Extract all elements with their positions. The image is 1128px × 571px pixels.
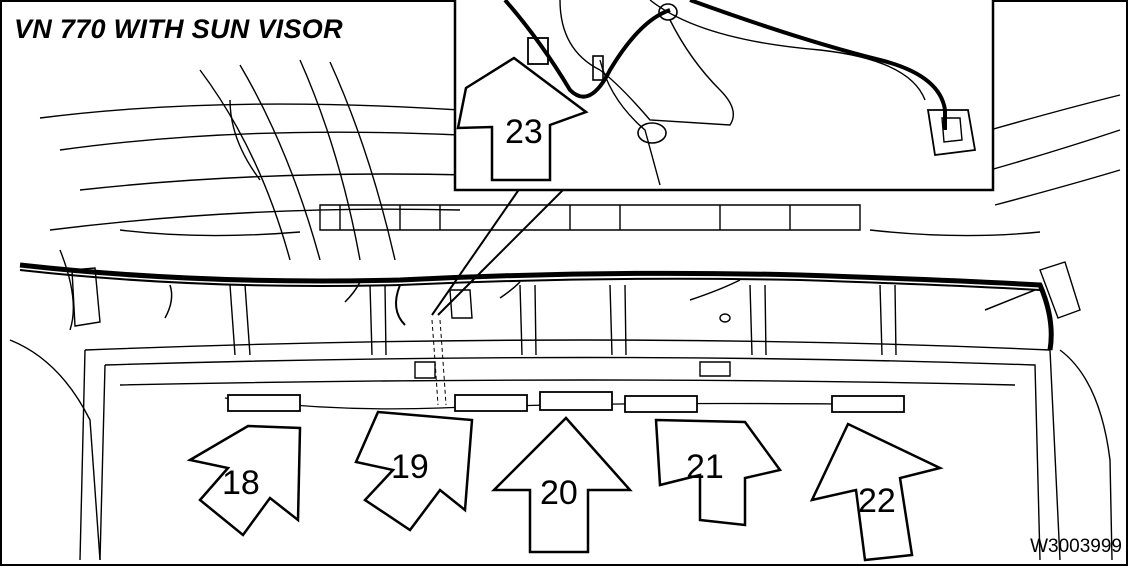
callout-label-18: 18 bbox=[222, 464, 260, 502]
callout-labels: 23 18 19 20 21 22 bbox=[222, 113, 896, 520]
callout-label-22: 22 bbox=[858, 482, 896, 520]
callout-arrow-22 bbox=[809, 422, 944, 562]
switch-module-20 bbox=[539, 391, 613, 411]
callout-arrow-21 bbox=[654, 418, 783, 527]
wiring-harness bbox=[19, 262, 1054, 410]
switch-module-21 bbox=[624, 395, 698, 413]
diagram-title: VN 770 WITH SUN VISOR bbox=[14, 14, 343, 44]
switch-modules bbox=[227, 391, 905, 413]
callout-label-19: 19 bbox=[391, 448, 429, 486]
inset-leader bbox=[431, 187, 566, 316]
roof-structure bbox=[9, 59, 1121, 561]
callout-label-20: 20 bbox=[540, 474, 578, 512]
switch-module-22 bbox=[831, 395, 905, 413]
callout-label-21: 21 bbox=[686, 448, 724, 486]
callout-arrow-23 bbox=[456, 56, 589, 182]
callout-arrow-18 bbox=[186, 424, 302, 537]
switch-module-18 bbox=[227, 394, 301, 412]
callout-arrow-19 bbox=[354, 410, 474, 532]
figure-id: W3003999 bbox=[1030, 536, 1122, 557]
callout-arrow-20 bbox=[490, 416, 633, 554]
callout-label-23: 23 bbox=[505, 113, 543, 151]
switch-module-19 bbox=[454, 394, 528, 412]
callout-arrows bbox=[186, 56, 944, 562]
